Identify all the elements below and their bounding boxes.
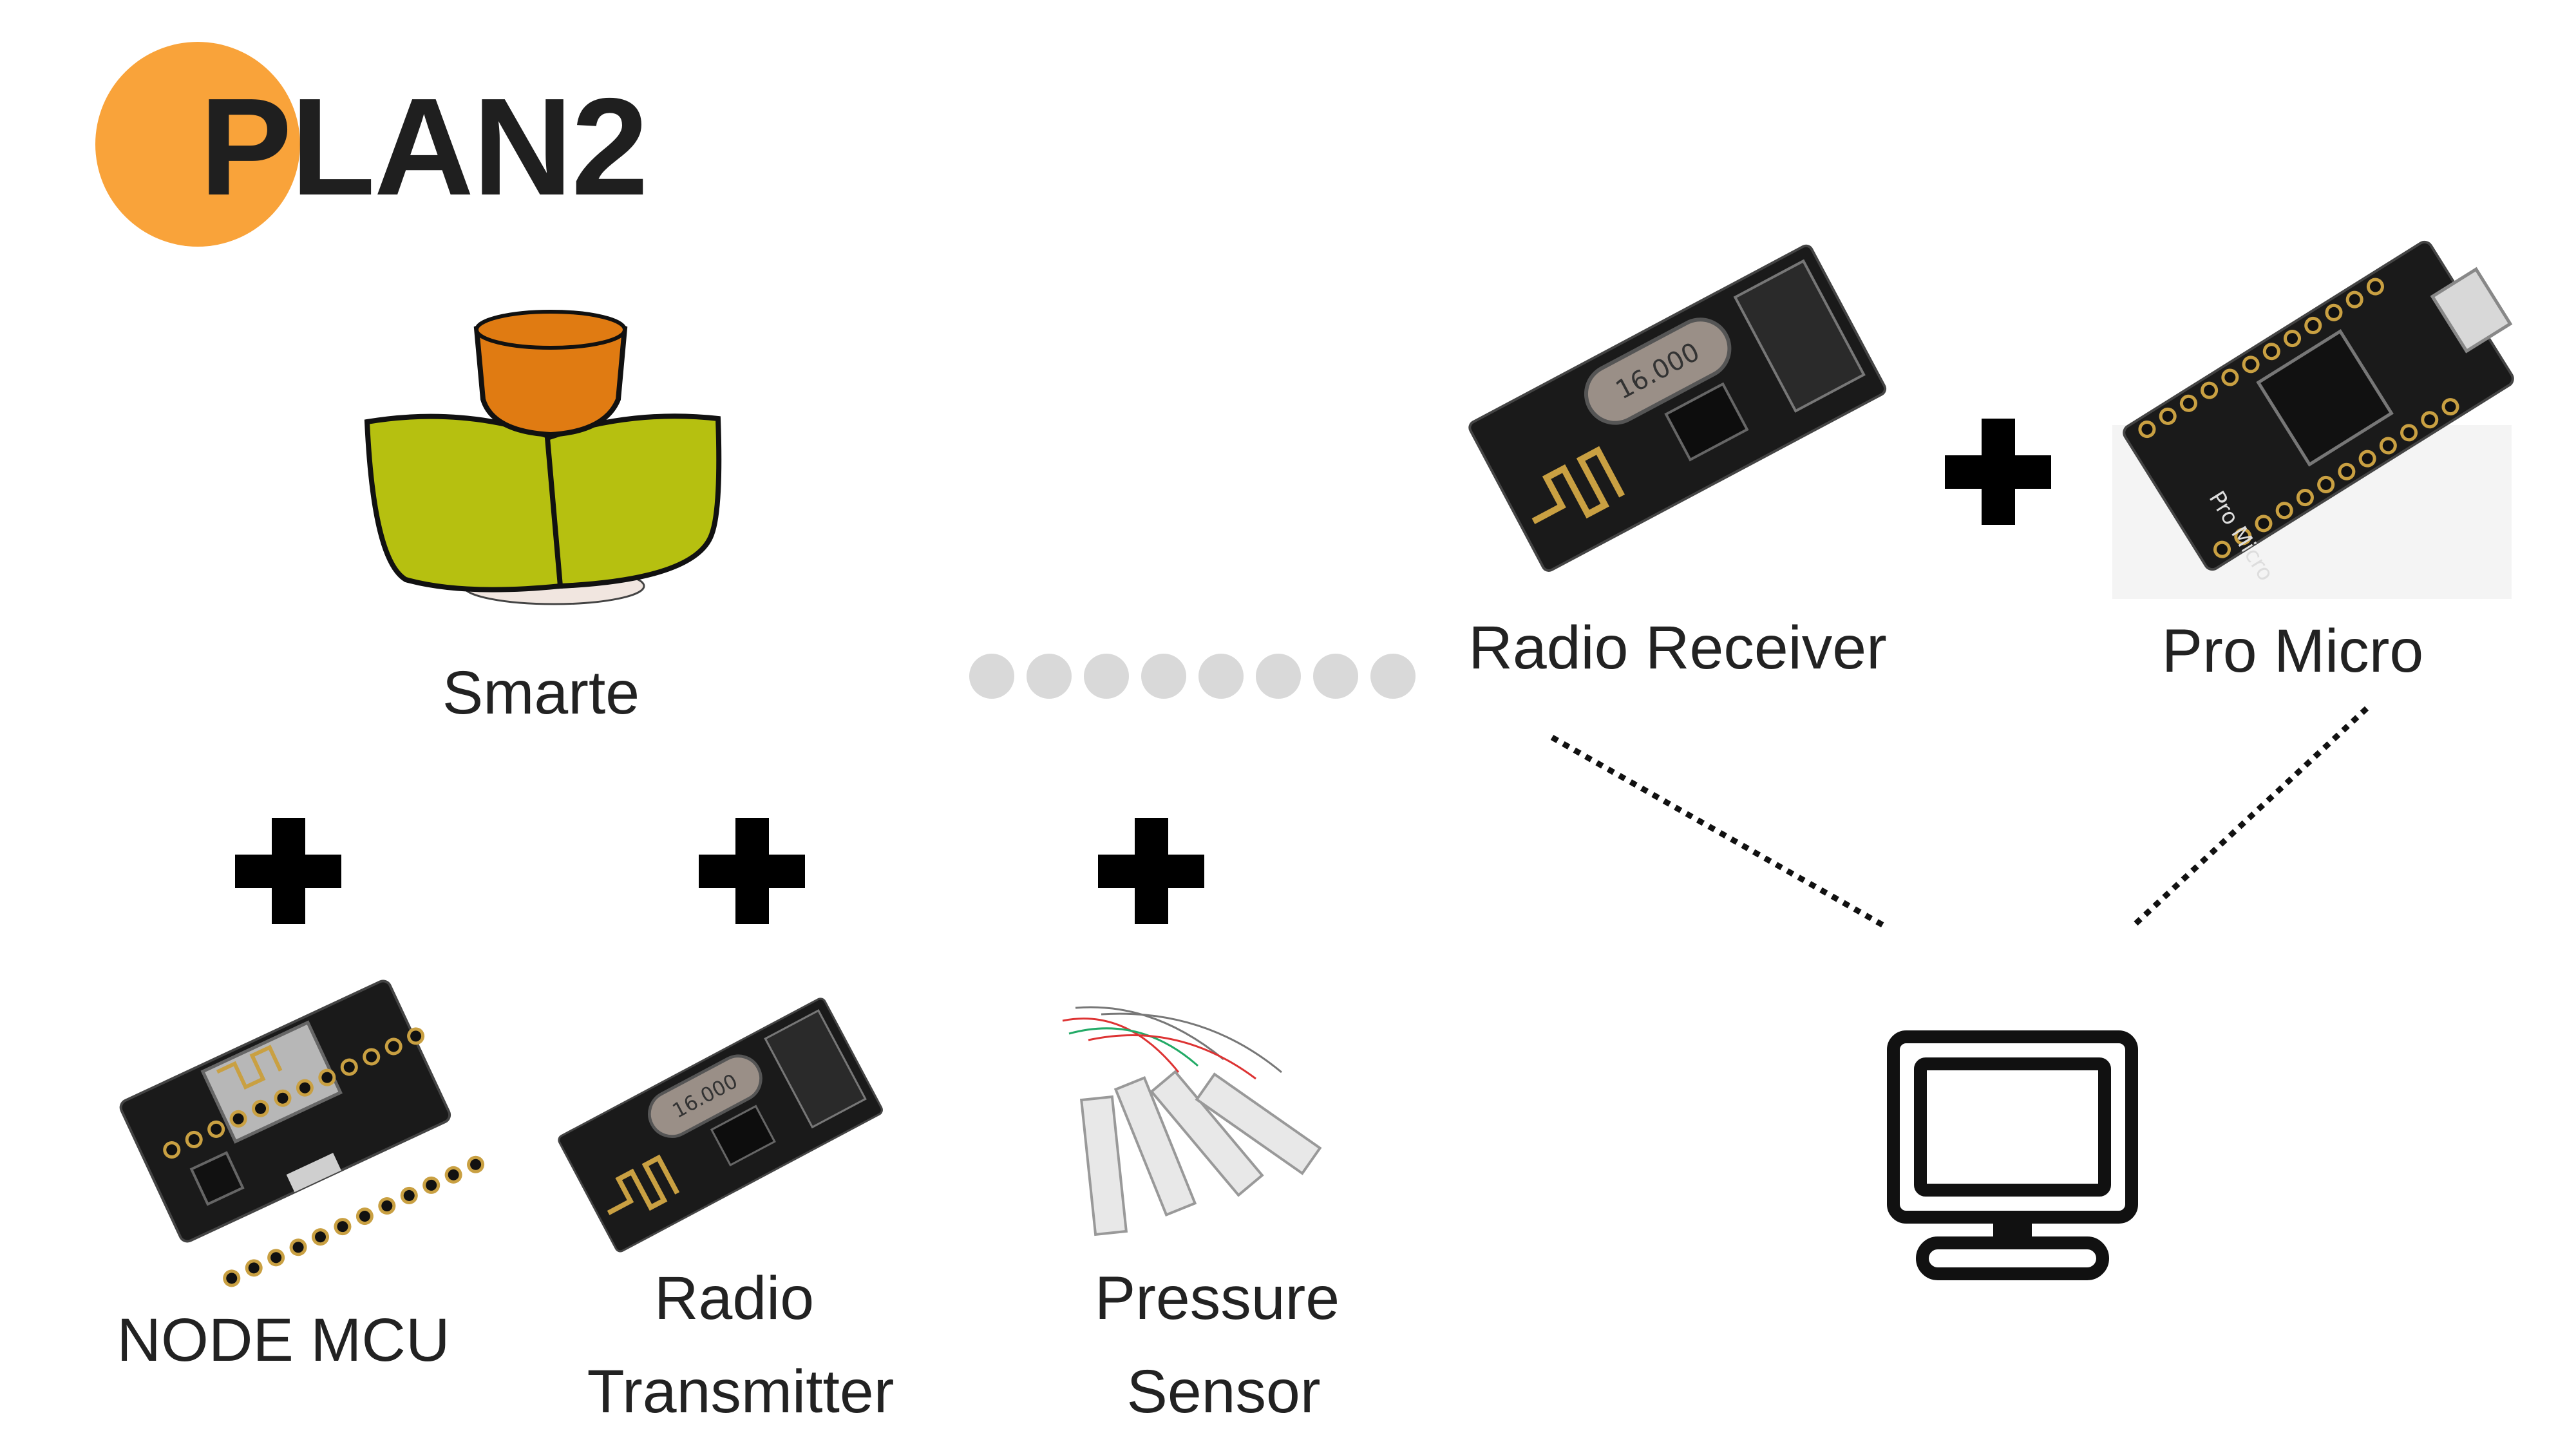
smarte-label: Smarte — [442, 659, 640, 727]
radio-transmitter-label-line2: Transmitter — [587, 1358, 895, 1426]
dotted-line-promicro-computer — [2129, 706, 2369, 930]
radio-transmitter-label-line1: Radio — [654, 1264, 815, 1332]
node-mcu-label: NODE MCU — [117, 1306, 450, 1374]
plant-pot-icon — [364, 310, 722, 605]
page-title: PLAN2 — [200, 69, 649, 224]
wireless-dot — [1141, 654, 1186, 699]
radio-receiver-label: Radio Receiver — [1468, 614, 1887, 682]
computer-monitor-icon — [1887, 1030, 2138, 1280]
plus-icon — [235, 818, 341, 924]
wireless-dot — [1370, 654, 1416, 699]
load-cell-icon — [1062, 1006, 1322, 1236]
plus-icon — [1945, 419, 2051, 525]
wireless-dot — [1313, 654, 1358, 699]
plus-icon-bar-vertical — [272, 818, 305, 924]
plus-icon-bar-vertical — [1135, 818, 1168, 924]
plus-icon — [699, 818, 805, 924]
wireless-dot — [1198, 654, 1244, 699]
plus-icon-bar-vertical — [735, 818, 769, 924]
pro-micro-board-icon: Pro Micro — [2112, 240, 2514, 599]
radio-transmitter-module-icon: 16.000 — [558, 998, 883, 1253]
title-circle-accent — [95, 42, 300, 247]
dotted-line-receiver-computer — [1550, 735, 1889, 930]
plus-icon-bar-vertical — [1982, 419, 2015, 525]
pro-micro-label: Pro Micro — [2161, 617, 2424, 685]
wireless-dot — [1256, 654, 1301, 699]
radio-receiver-module-icon: 16.000 — [1468, 244, 1887, 572]
plus-icon — [1098, 818, 1204, 924]
wireless-dot — [969, 654, 1014, 699]
nodemcu-board-icon — [119, 980, 485, 1287]
wireless-dot — [1084, 654, 1129, 699]
wireless-dot — [1027, 654, 1072, 699]
pressure-sensor-label-line2: Sensor — [1126, 1358, 1321, 1426]
pressure-sensor-label-line1: Pressure — [1094, 1264, 1340, 1332]
